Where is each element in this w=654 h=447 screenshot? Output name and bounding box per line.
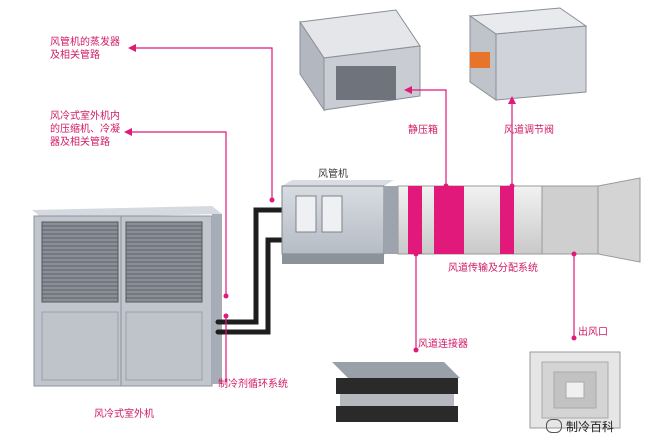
watermark-text: 制冷百科 xyxy=(566,420,615,434)
watermark: 制冷百科 xyxy=(546,418,614,435)
label-outdoor-line2: 的压缩机、冷凝 xyxy=(50,124,120,135)
label-outdoor-unit: 风冷式室外机 xyxy=(94,409,154,420)
label-duct-connector: 风道连接器 xyxy=(418,339,468,350)
leader-arrows xyxy=(124,44,516,136)
label-evaporator-line1: 风管机的蒸发器 xyxy=(50,37,120,48)
label-refrigerant-cycle: 制冷剂循环系统 xyxy=(218,379,288,390)
leader-dots xyxy=(223,183,577,353)
leader-lines xyxy=(128,47,575,382)
label-evaporator: 风管机的蒸发器 及相关管路 xyxy=(50,36,120,62)
label-outdoor-line3: 器及相关管路 xyxy=(50,137,110,148)
wechat-icon xyxy=(546,419,562,433)
label-air-valve: 风道调节阀 xyxy=(504,125,554,136)
static-pressure-box xyxy=(299,9,421,112)
duct-connector xyxy=(332,362,460,422)
outdoor-unit xyxy=(32,206,222,387)
air-damper xyxy=(468,7,588,101)
air-duct xyxy=(397,177,641,263)
duct-unit xyxy=(281,180,400,264)
label-outlet: 出风口 xyxy=(578,327,608,338)
label-duct-system: 风道传输及分配系统 xyxy=(448,263,538,274)
label-outdoor-line1: 风冷式室外机内 xyxy=(50,111,120,122)
label-duct-unit: 风管机 xyxy=(318,169,348,180)
label-outdoor-internals: 风冷式室外机内 的压缩机、冷凝 器及相关管路 xyxy=(50,110,120,149)
air-outlet-diffuser xyxy=(529,351,621,429)
label-evaporator-line2: 及相关管路 xyxy=(50,50,100,61)
label-static-box: 静压箱 xyxy=(408,125,438,136)
